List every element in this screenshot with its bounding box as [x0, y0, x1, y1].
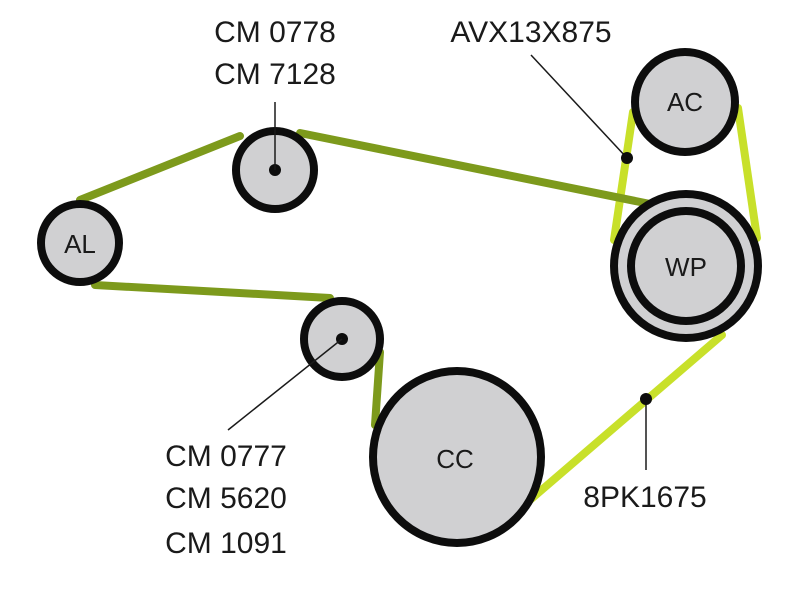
- main-belt: [76, 129, 669, 429]
- accessory-belt: [610, 104, 761, 244]
- accessory-belt-leader-line: [530, 54, 628, 159]
- tensioner-leader-line: [227, 338, 343, 431]
- accessory-belt-right-span: [734, 104, 761, 242]
- pulley-wp-inner: [627, 207, 745, 325]
- accessory-belt-part-number: AVX13X875: [450, 16, 611, 49]
- idler-top-part-number: CM 7128: [214, 58, 336, 91]
- tensioner-callout: CM 0777 CM 5620 CM 1091: [165, 440, 287, 560]
- pulley-cc: CC: [369, 367, 545, 547]
- main-belt-al-idler-span: [76, 132, 244, 204]
- pulley-wp: WP: [610, 190, 762, 342]
- pulley-wp-label: WP: [665, 252, 707, 282]
- main-belt-al-tensioner-span: [91, 281, 334, 302]
- pulley-al: AL: [37, 200, 123, 286]
- pulley-cc-label: CC: [436, 444, 474, 474]
- pulley-ac-label: AC: [667, 87, 703, 117]
- tensioner-part-number: CM 5620: [165, 482, 287, 515]
- main-belt-marker-dot: [640, 393, 652, 405]
- tensioner-part-number: CM 1091: [165, 527, 287, 560]
- main-belt-part-number: 8PK1675: [583, 481, 706, 514]
- main-belt-idler-wp-span: [296, 129, 669, 211]
- main-belt-cc-wp-span: [526, 331, 726, 504]
- tensioner-part-number: CM 0777: [165, 440, 287, 473]
- pulley-al-body: [37, 200, 123, 286]
- accessory-belt-left-span: [610, 108, 637, 244]
- pulley-al-label: AL: [64, 229, 96, 259]
- pulley-ac-body: [631, 48, 739, 156]
- main-belt-tensioner-cc-span: [371, 348, 384, 429]
- accessory-belt-marker-dot: [621, 152, 633, 164]
- idler-top-callout: CM 0778 CM 7128: [214, 16, 336, 91]
- pulley-cc-body: [369, 367, 545, 547]
- pulley-ac: AC: [631, 48, 739, 156]
- idler-top-part-number: CM 0778: [214, 16, 336, 49]
